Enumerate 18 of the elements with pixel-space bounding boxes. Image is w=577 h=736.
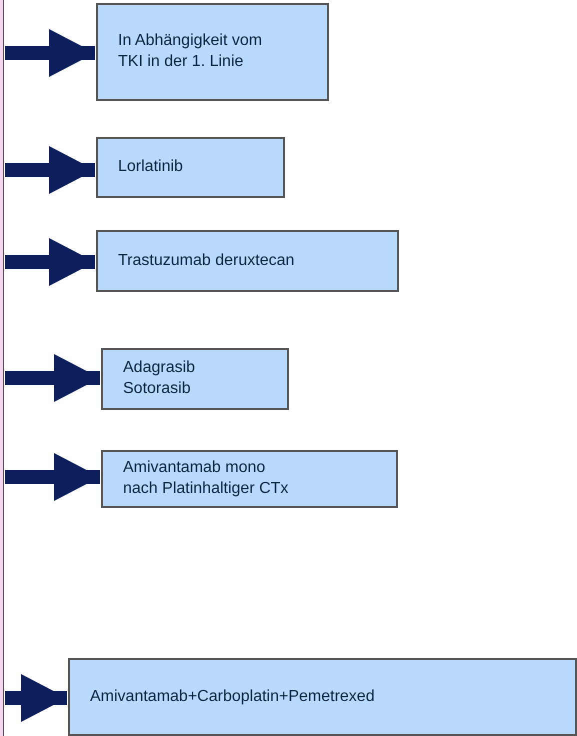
drug-box	[96, 230, 399, 292]
arrow	[5, 29, 95, 77]
drug-box	[96, 3, 329, 101]
box-label: Adagrasib Sotorasib	[123, 358, 196, 399]
box-label: In Abhängigkeit vom TKI in der 1. Linie	[118, 31, 264, 72]
arrow	[5, 146, 95, 194]
arrow	[5, 238, 95, 286]
box-label: Lorlatinib	[118, 157, 184, 178]
drug-box	[101, 348, 289, 410]
arrow	[5, 674, 67, 722]
box-label: Amivantamab mono nach Platinhaltiger CTx	[123, 458, 290, 499]
arrow	[5, 453, 100, 501]
drug-box	[96, 137, 285, 198]
box-label: Trastuzumab deruxtecan	[118, 250, 296, 271]
drug-box	[68, 658, 577, 736]
arrow	[5, 354, 100, 402]
box-label: Amivantamab+Carboplatin+Pemetrexed	[90, 686, 376, 707]
drug-box	[101, 450, 398, 508]
